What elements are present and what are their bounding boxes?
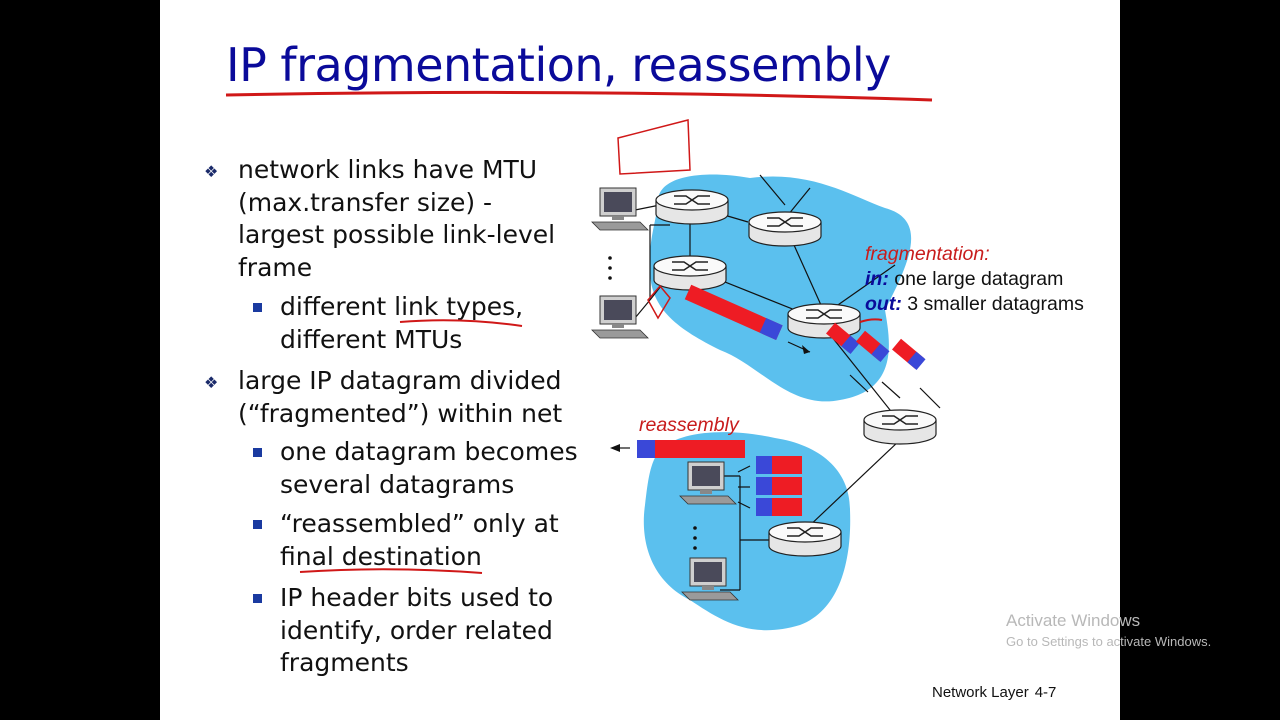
large-datagram-icon — [684, 284, 783, 340]
fragment-icon — [892, 338, 926, 371]
router-icon — [863, 409, 937, 445]
fragment-icon — [826, 322, 860, 355]
link-types-underline-annotation — [399, 319, 523, 327]
reassembled-datagram-icon — [637, 440, 745, 458]
final-destination-underline-annotation — [299, 568, 483, 574]
reassembly-label: reassembly — [639, 414, 739, 436]
out-underline-annotation — [859, 318, 883, 323]
bullet-diamond-icon: ❖ — [204, 162, 219, 181]
fragment-icon — [856, 330, 890, 363]
fragmentation-out: out: 3 smaller datagrams — [865, 293, 1084, 316]
arrow — [849, 374, 941, 409]
bullet-mtu: network links have MTU (max.transfer siz… — [238, 155, 556, 282]
slide-title: IP fragmentation, reassembly — [226, 38, 891, 92]
bullet-square-icon — [253, 520, 262, 529]
router-icon — [655, 189, 729, 225]
fragmentation-label: fragmentation: — [865, 243, 990, 265]
footer-chapter: Network Layer — [932, 684, 1029, 701]
footer-page-number: 4-7 — [1034, 684, 1057, 701]
router-icon — [768, 521, 842, 557]
router-icon — [787, 303, 861, 339]
more-hosts-ellipsis — [608, 256, 697, 550]
fragment-stack-icon — [756, 456, 802, 516]
activation-watermark-title: Activate Windows — [1006, 611, 1141, 630]
subbullet-reassembled: “reassembled” only at final destination — [280, 509, 559, 571]
subbullet-several-datagrams: one datagram becomes several datagrams — [280, 437, 578, 499]
subbullet-link-types: different link types, different MTUs — [280, 292, 524, 354]
network-diagram — [225, 90, 941, 631]
title-underline-annotation — [225, 90, 933, 102]
bullet-square-icon — [253, 303, 262, 312]
hand-drawn-mark-annotation — [647, 284, 671, 320]
out-label: out: — [865, 293, 902, 315]
fragmentation-in: in: one large datagram — [865, 268, 1063, 291]
bullet-diamond-icon: ❖ — [204, 373, 219, 392]
computer-icon — [591, 295, 649, 339]
out-text: 3 smaller datagrams — [907, 293, 1084, 315]
hand-drawn-box-annotation — [617, 119, 691, 175]
slide-footer: Network Layer 4-7 — [932, 684, 1056, 701]
subbullet-header-bits: IP header bits used to identify, order r… — [280, 583, 554, 677]
router-icon — [653, 255, 727, 291]
in-text: one large datagram — [894, 268, 1064, 290]
router-icon — [748, 211, 822, 247]
arrow — [737, 465, 751, 509]
slide: IP fragmentation, reassembly ❖ network l… — [160, 0, 1120, 720]
bullet-fragmented: large IP datagram divided (“fragmented”)… — [238, 366, 563, 428]
activation-watermark-subtitle: Go to Settings to activate Windows. — [1006, 634, 1212, 649]
bullet-square-icon — [253, 594, 262, 603]
bullet-square-icon — [253, 448, 262, 457]
in-label: in: — [865, 268, 889, 290]
